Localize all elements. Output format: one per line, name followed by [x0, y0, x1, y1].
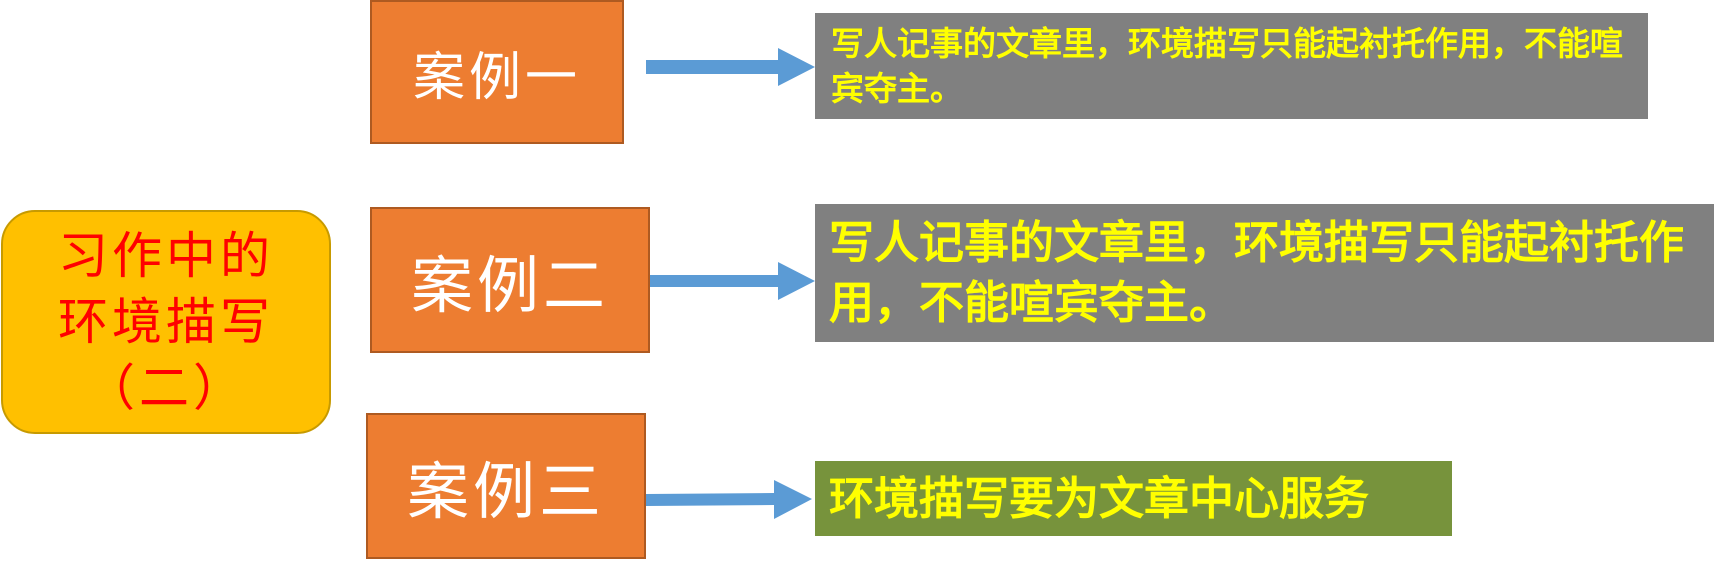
case-note-text-1: 写人记事的文章里，环境描写只能起衬托作用，不能喧宾夺主。: [831, 24, 1623, 108]
arrow-case-2: [650, 262, 815, 300]
topic-title-line3: （二）: [85, 359, 247, 417]
arrow-case-3: [646, 480, 812, 519]
topic-title-box: 习作中的 环境描写 （二）: [1, 210, 331, 434]
case-label-1: 案例一: [412, 47, 581, 108]
topic-title-line2: 环境描写: [58, 293, 274, 351]
case-box-2: 案例二: [370, 207, 650, 353]
topic-title-line1: 习作中的: [58, 227, 274, 285]
case-box-1: 案例一: [370, 0, 624, 144]
case-note-3: 环境描写要为文章中心服务: [815, 461, 1452, 536]
arrow-case-1: [646, 48, 815, 86]
case-box-3: 案例三: [366, 413, 646, 559]
case-note-2: 写人记事的文章里，环境描写只能起衬托作用，不能喧宾夺主。: [815, 204, 1714, 342]
case-note-text-3: 环境描写要为文章中心服务: [829, 471, 1370, 525]
case-note-text-2: 写人记事的文章里，环境描写只能起衬托作用，不能喧宾夺主。: [829, 216, 1685, 329]
case-note-1: 写人记事的文章里，环境描写只能起衬托作用，不能喧宾夺主。: [815, 13, 1648, 119]
case-label-3: 案例三: [406, 455, 605, 528]
case-label-2: 案例二: [410, 249, 609, 322]
